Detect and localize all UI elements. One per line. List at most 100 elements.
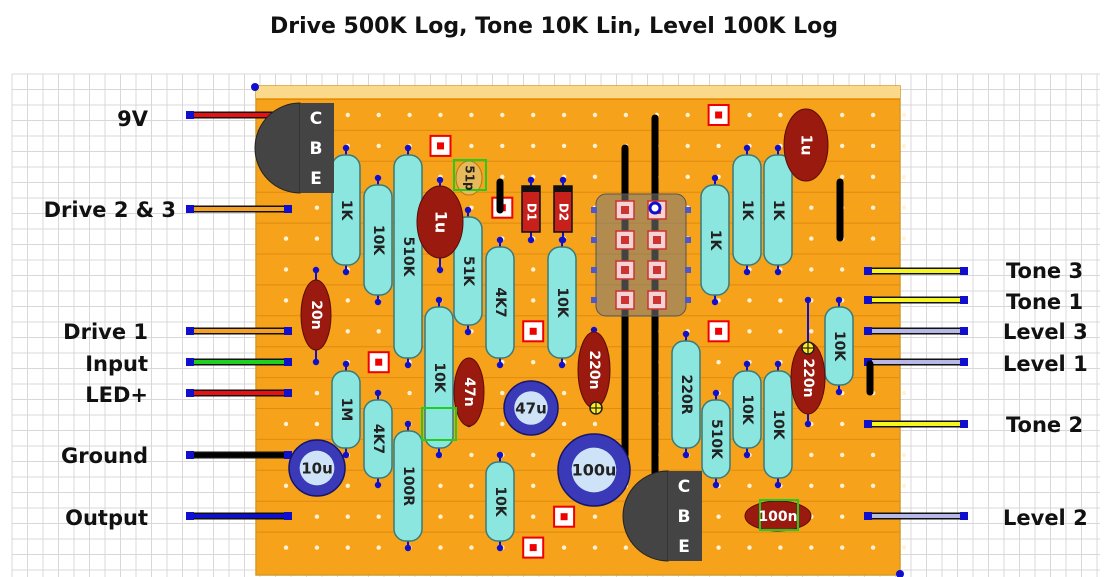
component-pin — [743, 360, 751, 368]
resistor-body — [393, 154, 423, 359]
hole — [778, 329, 783, 334]
component-pin — [404, 544, 412, 552]
hole — [345, 545, 350, 550]
track-cut-center — [715, 327, 723, 335]
resistor-value-label: 10K — [770, 409, 786, 440]
wire-end — [186, 111, 194, 119]
track-cut-center — [529, 544, 537, 552]
hole — [469, 483, 474, 488]
component-pin — [464, 328, 472, 336]
hole — [500, 390, 505, 396]
hole — [283, 545, 289, 550]
hole — [438, 483, 443, 488]
resistor-body — [732, 154, 762, 266]
hole — [870, 205, 876, 210]
hole — [716, 143, 721, 149]
component-pin — [835, 388, 843, 396]
component-pin — [559, 236, 567, 244]
hole — [469, 143, 474, 149]
resistor-body — [485, 246, 515, 359]
hole — [778, 298, 783, 303]
component-pin — [342, 360, 350, 368]
transistor-pin-label: B — [678, 507, 691, 527]
highlight-box — [421, 407, 457, 441]
resistor-body — [363, 399, 393, 479]
resistor-value-label: 1K — [338, 200, 354, 222]
resistor-body — [671, 340, 701, 449]
component-pin — [374, 174, 382, 182]
hole — [809, 452, 814, 458]
hole — [809, 267, 814, 272]
ic-pad-center — [653, 236, 661, 244]
hole — [840, 483, 845, 488]
wire-end — [960, 296, 968, 304]
wire-end — [960, 327, 968, 335]
ic-pad-center — [621, 236, 629, 244]
resistor-value-label: 4K7 — [492, 287, 508, 317]
ic-pin — [685, 207, 691, 213]
resistor-value-label: 10K — [554, 287, 570, 318]
track-cut-center — [375, 358, 383, 366]
hole — [531, 298, 536, 303]
track-cut-center — [437, 142, 444, 150]
resistor-body — [453, 216, 483, 326]
hole — [809, 483, 814, 488]
component-pin — [342, 451, 350, 459]
wire-end — [864, 327, 872, 335]
label-led-plus: LED+ — [85, 383, 148, 407]
transistor-pin-label: C — [310, 109, 322, 129]
hole — [870, 452, 876, 458]
wire-end — [864, 296, 872, 304]
resistor-body — [424, 306, 454, 449]
label-drive-2-3: Drive 2 & 3 — [43, 198, 176, 222]
hole — [345, 514, 350, 519]
resistor-body — [547, 246, 577, 359]
hole — [840, 112, 845, 118]
resistor-value-label: 510K — [708, 419, 724, 460]
hole — [747, 298, 752, 303]
hole — [314, 514, 320, 519]
transistor-body-flat — [668, 471, 702, 561]
ic-pin — [685, 267, 691, 273]
wire-end — [284, 389, 292, 397]
component-pin — [712, 481, 720, 489]
resistor-body — [700, 184, 730, 296]
electrolytic-capacitor-top — [299, 450, 335, 486]
resistor-value-label: 220R — [678, 374, 694, 414]
transistor-pin-label: E — [310, 169, 322, 189]
track-cut-center — [715, 111, 723, 119]
hole — [809, 205, 814, 210]
resistor-value-label: 1K — [770, 200, 786, 222]
component-pin — [712, 389, 720, 397]
component-pin — [590, 326, 598, 334]
hole — [314, 205, 320, 210]
wire-end — [186, 512, 194, 520]
hole — [685, 143, 690, 149]
wire-end — [284, 512, 292, 520]
ic-pin — [685, 297, 691, 303]
hole — [345, 329, 350, 334]
hole — [840, 452, 845, 458]
resistor-value-label: 10K — [492, 486, 508, 517]
hole — [407, 112, 412, 118]
hole — [870, 174, 876, 179]
hole — [345, 483, 350, 488]
hole — [376, 514, 381, 519]
hole — [840, 545, 845, 550]
hole — [531, 514, 536, 519]
hole — [531, 452, 536, 458]
electrolytic-capacitor-top — [514, 391, 548, 425]
hole — [531, 143, 536, 149]
hole — [592, 545, 598, 550]
hole — [778, 545, 783, 550]
hole — [870, 112, 876, 118]
wire-end — [960, 420, 968, 428]
label-level-2: Level 2 — [1003, 506, 1088, 530]
hole — [747, 329, 752, 334]
label-drive-1: Drive 1 — [63, 320, 148, 344]
board-corner-marker — [896, 570, 904, 577]
ic-pin — [591, 267, 597, 273]
component-pin — [774, 481, 782, 489]
hole — [623, 545, 629, 550]
